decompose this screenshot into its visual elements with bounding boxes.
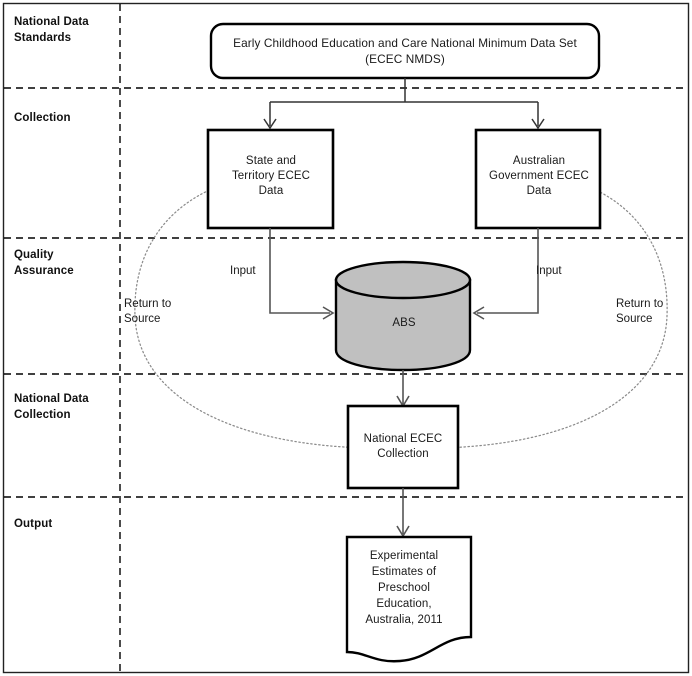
stage-label-line: National Data Standards	[14, 16, 89, 44]
edge-label-input-right: Input	[536, 265, 562, 277]
edge-label-return-to-source-left: Return to Source	[124, 297, 196, 327]
stage-label-quality-assurance: Quality Assurance	[14, 247, 114, 279]
stage-label-output: Output	[14, 516, 114, 532]
edge-label-return-to-source-right: Return to Source	[616, 297, 688, 327]
nmds-to-state-arrowhead	[263, 118, 277, 130]
input-right-arrowhead	[472, 306, 485, 320]
nmds-to-australian-arrowhead	[531, 118, 545, 130]
nmds-split-connector	[269, 78, 539, 126]
stage-label-national-data-standards: National Data Standards	[14, 14, 114, 46]
stage-label-line: National Data Collection	[14, 393, 89, 421]
edge-label-input-left: Input	[230, 265, 256, 277]
stage-label-collection: Collection	[14, 110, 114, 126]
national-collection-node-shape	[346, 404, 460, 490]
nmds-node-shape	[209, 22, 601, 80]
return-left-line-1: Return to	[124, 298, 172, 310]
return-to-source-arc-left	[134, 175, 401, 449]
australian-government-node-shape	[474, 128, 602, 230]
input-left-arrowhead	[322, 306, 335, 320]
abs-cylinder-top	[334, 260, 472, 300]
stage-label-national-data-collection: National Data Collection	[14, 391, 114, 423]
experimental-estimates-node-shape	[345, 535, 473, 663]
stage-label-line: Quality Assurance	[14, 249, 74, 277]
return-left-line-2: Source	[124, 313, 161, 325]
stage-label-line: Output	[14, 518, 53, 530]
return-right-line-2: Source	[616, 313, 653, 325]
input-left-connector	[269, 228, 330, 314]
return-right-line-1: Return to	[616, 298, 664, 310]
input-right-connector	[477, 228, 539, 314]
state-territory-node-shape	[206, 128, 335, 230]
return-to-source-arc-right	[407, 175, 668, 449]
stage-label-line: Collection	[14, 112, 71, 124]
